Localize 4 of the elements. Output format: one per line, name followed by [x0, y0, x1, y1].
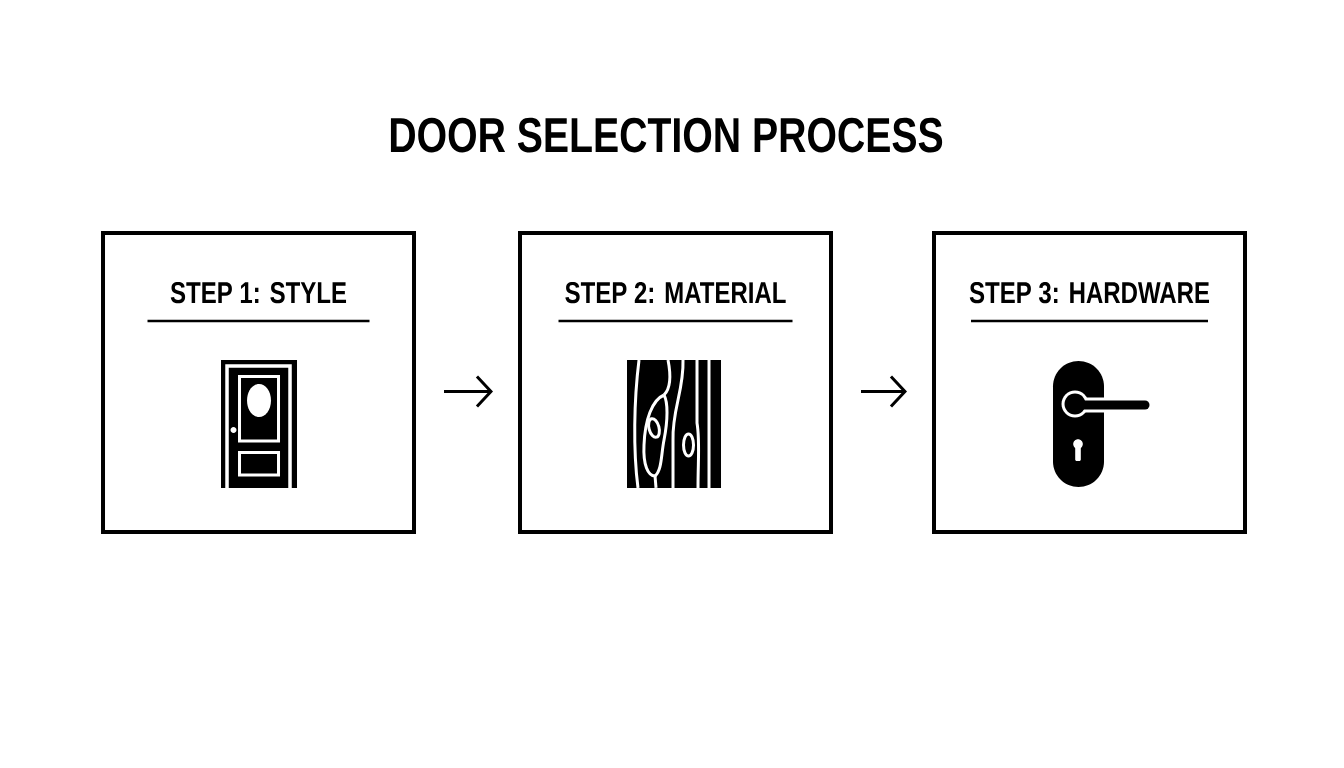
step-box: STEP 3: HARDWARE — [932, 231, 1247, 534]
step-box: STEP 2: MATERIAL — [518, 231, 833, 534]
title: DOOR SELECTION PROCESS — [390, 117, 943, 153]
step-box: STEP 1: STYLE — [101, 231, 416, 534]
